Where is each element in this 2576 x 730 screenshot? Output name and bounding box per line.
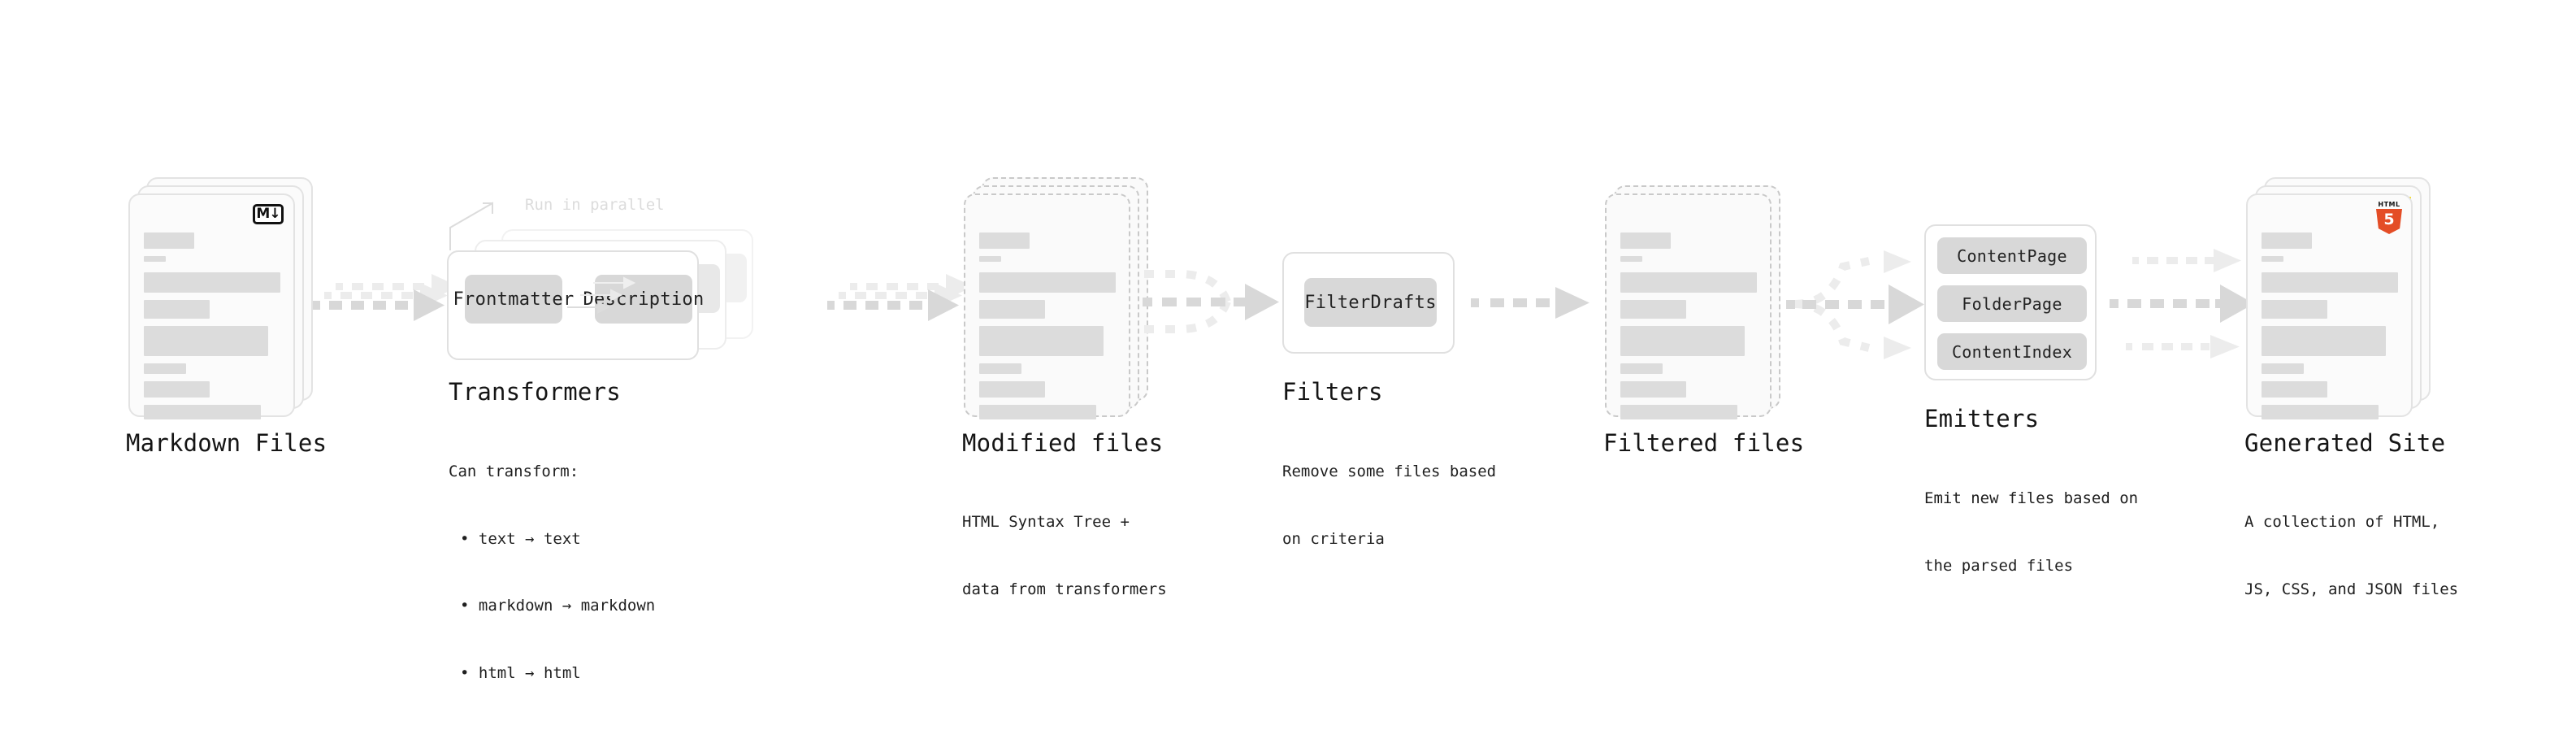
pipeline-diagram: M↓ M↓ M↓ [0,0,2576,681]
html5-badge: HTML [2375,201,2403,234]
emitters-title: Emitters [1924,405,2040,432]
run-in-parallel-bracket [449,202,493,250]
transformers-title: Transformers [449,378,621,406]
markdown-badge: M↓ [253,204,284,224]
emitter-chip-contentpage[interactable]: ContentPage [1937,237,2087,274]
generated-site-description: A collection of HTML, JS, CSS, and JSON … [2244,513,2459,598]
emitter-chip-contentindex[interactable]: ContentIndex [1937,333,2087,370]
modified-file-card-front [964,193,1130,419]
transformer-internal-arrows [567,276,636,314]
connector-emitters-to-site [2110,249,2254,358]
connector-filters-to-filtered [1471,287,1589,319]
filtered-files-stack [1605,185,1792,425]
markdown-files-stack: M↓ M↓ M↓ [128,177,315,425]
generated-site-stack: CSS HTML [2246,177,2441,425]
filters-title: Filters [1282,378,1383,406]
filtered-file-card-front [1605,193,1772,419]
generated-file-card-html: HTML [2246,193,2413,419]
document-content-bars [144,232,280,427]
document-content-bars [2262,232,2398,427]
markdown-file-card-front: M↓ [128,193,295,419]
document-content-bars [979,232,1116,427]
transformer-box-front: Frontmatter Description [447,250,704,360]
modified-files-title: Modified files [962,429,1164,457]
generated-site-title: Generated Site [2244,429,2446,457]
transformers-description: Can transform: • text → text • markdown … [449,463,656,683]
connector-transformers-to-modified [827,274,974,321]
connector-filtered-to-emitters [1786,250,1924,359]
connector-markdown-to-transformers [313,274,459,321]
modified-files-description: HTML Syntax Tree + data from transformer… [962,513,1167,598]
filters-box: FilterDrafts [1282,252,1455,354]
markdown-files-title: Markdown Files [126,429,327,457]
emitters-box: ContentPage FolderPage ContentIndex [1924,224,2097,380]
modified-files-stack [964,177,1151,425]
emitter-chip-folderpage[interactable]: FolderPage [1937,285,2087,322]
connector-modified-to-filters [1143,270,1279,333]
emitters-description: Emit new files based on the parsed files [1924,489,2139,575]
run-in-parallel-label: Run in parallel [525,196,665,214]
filtered-files-title: Filtered files [1603,429,1805,457]
filter-chip-filterdrafts[interactable]: FilterDrafts [1304,278,1437,327]
document-content-bars [1620,232,1757,427]
filters-description: Remove some files based on criteria [1282,463,1497,548]
transformer-chip-frontmatter[interactable]: Frontmatter [453,275,574,324]
